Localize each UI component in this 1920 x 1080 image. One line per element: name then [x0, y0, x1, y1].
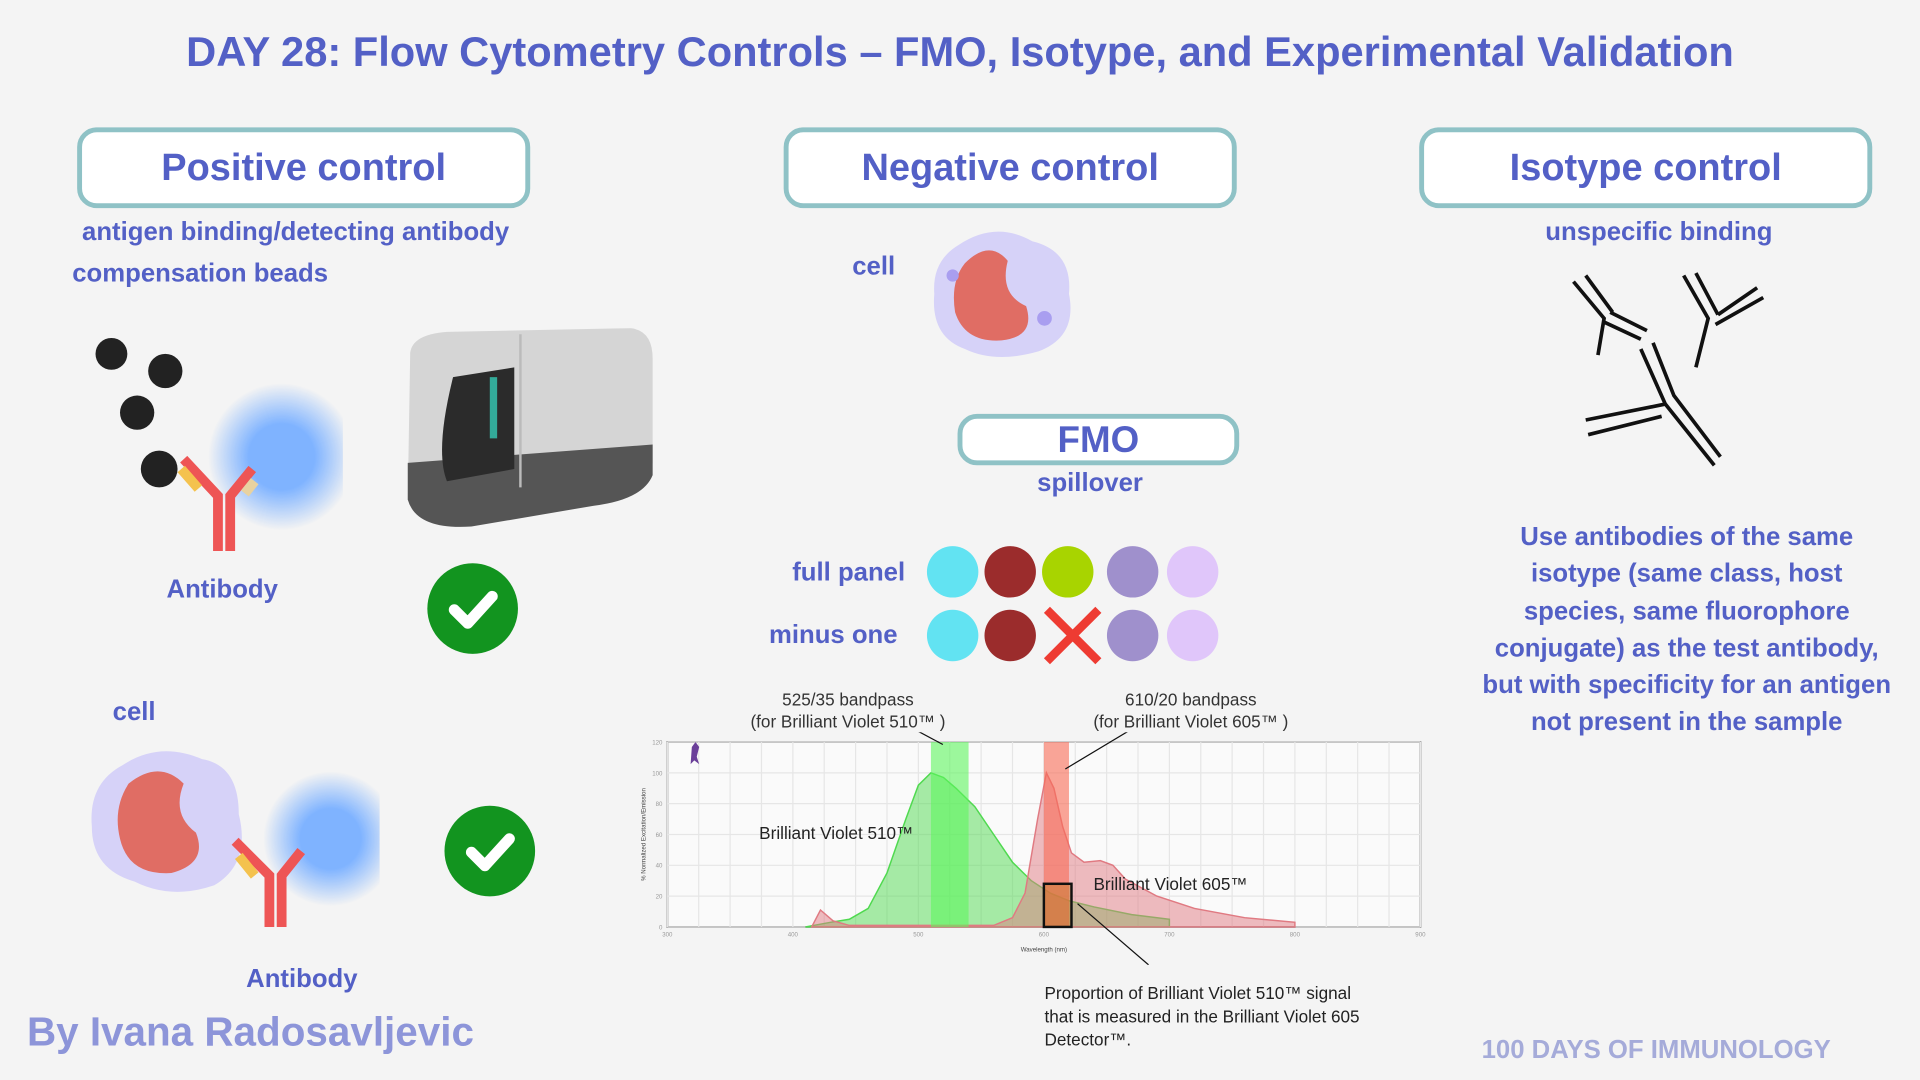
y-tick-label: 80 — [656, 801, 663, 808]
fmo-heading: FMO — [957, 413, 1240, 466]
x-tick-label: 900 — [1415, 932, 1426, 939]
fluorophore-dot — [1106, 609, 1159, 662]
arrow-spillover — [1077, 903, 1149, 965]
fluorophore-dot — [1166, 609, 1219, 662]
fluorophore-dot — [926, 546, 979, 598]
fluorophore-dot — [1166, 546, 1219, 598]
fluorophore-dot — [984, 546, 1036, 598]
check-icon — [444, 805, 536, 897]
x-axis-label: Wavelength (nm) — [1021, 946, 1067, 953]
author: By Ivana Radosavljevic — [26, 1008, 474, 1055]
beads-antibody-icon — [95, 337, 343, 552]
positive-line2: compensation beads — [72, 259, 329, 288]
excluded-fluorophore-cross-icon — [1043, 606, 1102, 665]
positive-line1: antigen binding/detecting antibody — [82, 217, 510, 247]
fluorophore-dot — [1106, 546, 1159, 598]
cell-icon — [933, 231, 1071, 357]
x-tick-label: 400 — [788, 932, 799, 939]
spillover-annotation: Proportion of Brilliant Violet 510™ sign… — [1044, 983, 1360, 1050]
arrow-band1 — [918, 732, 944, 746]
series-name: 100 DAYS OF IMMUNOLOGY — [1481, 1035, 1831, 1065]
cell-label-positive: cell — [112, 697, 156, 727]
page-title: DAY 28: Flow Cytometry Controls – FMO, I… — [186, 29, 1734, 76]
fmo-sub: spillover — [1037, 468, 1143, 498]
y-tick-label: 60 — [656, 832, 663, 839]
x-tick-label: 700 — [1164, 932, 1175, 939]
logo-figure-icon — [690, 742, 700, 765]
bandpass-filter-1 — [930, 742, 969, 927]
x-tick-label: 600 — [1039, 932, 1050, 939]
series-label-bv510: Brilliant Violet 510™ — [759, 822, 914, 843]
x-tick-label: 300 — [662, 932, 673, 939]
band2-label: 610/20 bandpass(for Brilliant Violet 605… — [1093, 689, 1289, 732]
positive-control-heading: Positive control — [77, 127, 531, 209]
cell-antibody-icon — [91, 751, 380, 927]
y-axis-label: % Normalized Excitation/Emission — [640, 788, 647, 881]
minus-one-label: minus one — [768, 620, 898, 649]
y-tick-label: 40 — [656, 863, 663, 870]
isotype-sub: unspecific binding — [1545, 217, 1773, 247]
emission-spectra-chart: 0 20 40 60 80 100 120 300 400 500 600 700 800 900Wave… — [640, 732, 1426, 965]
series-label-bv605: Brilliant Violet 605™ — [1093, 874, 1248, 894]
spillover-box — [1042, 882, 1073, 929]
antibody-label-2: Antibody — [246, 964, 358, 994]
cell-label-negative: cell — [852, 252, 896, 281]
y-tick-label: 120 — [652, 739, 663, 746]
fluorophore-dot — [984, 609, 1036, 662]
y-tick-label: 20 — [656, 894, 663, 901]
fluorophore-dot — [1042, 546, 1094, 598]
flow-cytometer-image — [407, 328, 653, 527]
y-tick-label: 0 — [659, 924, 663, 931]
isotype-description: Use antibodies of the same isotype (same… — [1482, 522, 1892, 737]
fluorophore-dot — [926, 609, 979, 662]
x-tick-label: 500 — [913, 932, 924, 939]
arrow-band2 — [1064, 732, 1128, 770]
negative-control-heading: Negative control — [783, 127, 1237, 209]
check-icon — [427, 563, 518, 654]
x-tick-label: 800 — [1290, 932, 1301, 939]
isotype-control-heading: Isotype control — [1419, 127, 1873, 209]
antibody-label-1: Antibody — [166, 575, 278, 604]
full-panel-label: full panel — [792, 558, 906, 587]
y-tick-label: 100 — [652, 770, 663, 777]
antibodies-outline-icon — [1572, 272, 1765, 467]
band1-label: 525/35 bandpass(for Brilliant Violet 510… — [750, 689, 946, 732]
